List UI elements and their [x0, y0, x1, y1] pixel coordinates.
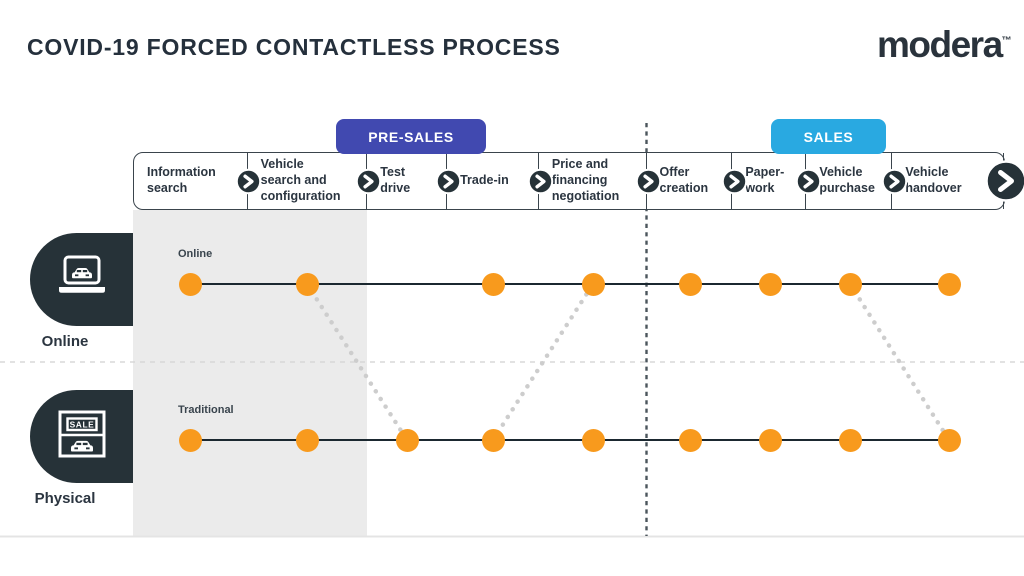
process-step-label: Price and financing negotiation [551, 157, 620, 203]
process-step-2: Vehicle search and configuration [248, 153, 368, 209]
process-step-label: Test drive [380, 165, 411, 195]
process-step-5: Price and financing negotiation [539, 153, 647, 209]
online-journey-dot-step-9 [937, 272, 961, 296]
process-step-6: Offer creation [647, 153, 733, 209]
online-journey-dot-step-8 [838, 272, 862, 296]
process-step-label: Vehicle handover [905, 165, 962, 195]
online-line-label: Online [178, 248, 213, 260]
online-journey-dot-step-5 [581, 272, 605, 296]
process-step-label: Trade-in [460, 173, 509, 188]
process-step-label: Offer creation [659, 165, 709, 195]
online-lane-pill [30, 233, 133, 326]
online-journey-dot-step-2 [295, 272, 319, 296]
physical-journey-dot-step-1 [178, 428, 202, 452]
process-step-label: Information search [147, 165, 216, 195]
next-step-arrow-icon [635, 168, 661, 194]
process-steps-row: Information search Vehicle search and con… [133, 152, 1024, 210]
physical-journey-dot-step-7 [758, 428, 782, 452]
next-step-arrow-icon [881, 168, 907, 194]
trademark-symbol: ™ [1001, 35, 1012, 47]
online-lane-label: Online [41, 333, 89, 350]
process-step-label: Vehicle purchase [819, 165, 875, 195]
physical-journey-dot-step-9 [937, 428, 961, 452]
physical-journey-dot-step-3 [395, 428, 419, 452]
svg-text:SALE: SALE [69, 419, 94, 429]
next-step-arrow-icon [721, 168, 747, 194]
next-step-arrow-icon [235, 168, 261, 194]
next-step-arrow-icon-large [985, 160, 1024, 202]
laptop-car-icon [55, 254, 109, 305]
physical-lane-pill: SALE [30, 390, 133, 483]
dealership-sale-icon: SALE [57, 409, 107, 464]
physical-journey-dot-step-8 [838, 428, 862, 452]
traditional-line-label: Traditional [178, 404, 234, 416]
online-journey-dot-step-4 [481, 272, 505, 296]
process-step-label: Paper-work [745, 165, 785, 195]
physical-journey-dot-step-4 [481, 428, 505, 452]
sales-phase-badge: SALES [771, 119, 886, 154]
next-step-arrow-icon [527, 168, 553, 194]
modera-logo-text: modera [877, 24, 1003, 65]
next-step-arrow-icon [795, 168, 821, 194]
channel-switch-connector [490, 281, 596, 443]
next-step-arrow-icon [435, 168, 461, 194]
physical-journey-dot-step-5 [581, 428, 605, 452]
online-research-highlight-region [133, 210, 367, 537]
modera-logo: modera™ [877, 24, 1012, 66]
online-journey-dot-step-1 [178, 272, 202, 296]
online-journey-dot-step-6 [678, 272, 702, 296]
switch-connector-lines [304, 281, 952, 443]
process-step-1: Information search [134, 153, 248, 209]
physical-journey-dot-step-6 [678, 428, 702, 452]
pre-sales-phase-badge: PRE-SALES [336, 119, 486, 154]
channel-switch-connector [847, 281, 952, 443]
physical-lane-label: Physical [34, 490, 96, 507]
process-step-label: Vehicle search and configuration [260, 157, 341, 203]
next-step-arrow-icon [355, 168, 381, 194]
online-journey-dot-step-7 [758, 272, 782, 296]
page-title: COVID-19 FORCED CONTACTLESS PROCESS [27, 34, 561, 60]
physical-journey-dot-step-2 [295, 428, 319, 452]
